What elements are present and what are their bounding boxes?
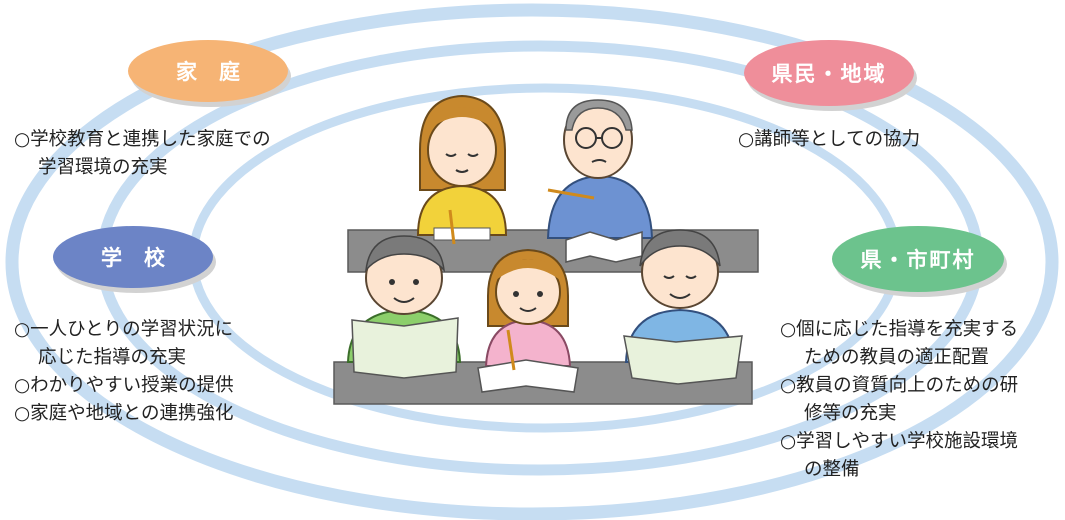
citizens-label-text: 県民・地域 [771,62,887,86]
municipal-item: ○個に応じた指導を充実する [780,319,1019,340]
family-label-text: 家庭 [176,60,262,84]
family-item: ○学校教育と連携した家庭での [14,129,271,150]
municipal-item: ○学習しやすい学校施設環境 [780,431,1018,452]
municipal-items: ○個に応じた指導を充実する ための教員の適正配置 ○教員の資質向上のための研 修… [780,316,1018,484]
school-label: 学校 [53,226,213,288]
school-items: ○一人ひとりの学習状況に 応じた指導の充実 ○わかりやすい授業の提供 ○家庭や地… [14,316,234,428]
citizens-items: ○講師等としての協力 [738,126,920,154]
citizens-label: 県民・地域 [744,40,914,106]
municipal-item-continuation: 修等の充実 [804,403,897,424]
student-girl-back [416,94,508,245]
outer-ring [5,3,1059,520]
family-item-continuation: 学習環境の充実 [38,157,168,178]
family-items: ○学校教育と連携した家庭での 学習環境の充実 [14,126,271,182]
family-label: 家庭 [128,40,288,102]
student-boy-front-left [346,235,462,379]
municipal-item-continuation: の整備 [804,459,860,480]
school-label-text: 学校 [101,246,187,270]
citizens-item: ○講師等としての協力 [738,129,921,150]
student-girl-front [477,248,579,393]
municipal-label-text: 県・市町村 [860,248,976,272]
student-boy-front-right [623,229,743,385]
school-item: ○一人ひとりの学習状況に [14,319,234,340]
school-item-continuation: 応じた指導の充実 [38,347,187,368]
student-man-back [546,99,654,263]
municipal-item: ○教員の資質向上のための研 [780,375,1019,396]
school-item: ○家庭や地域との連携強化 [14,403,234,424]
municipal-item-continuation: ための教員の適正配置 [804,347,990,368]
school-item: ○わかりやすい授業の提供 [14,375,234,396]
municipal-label: 県・市町村 [832,226,1004,292]
